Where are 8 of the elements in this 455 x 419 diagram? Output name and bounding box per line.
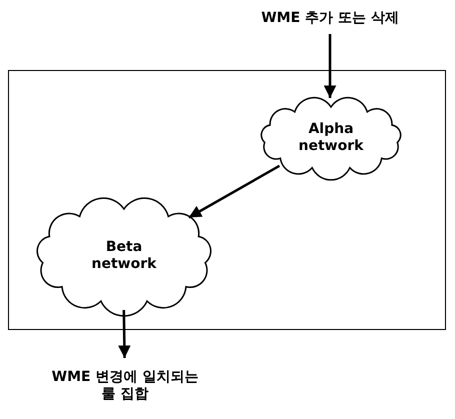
container-box [8,70,446,330]
caption-text: WME 추가 또는 삭제 [261,10,399,28]
caption-text: WME 변경에 일치되는 룰 집합 [50,368,200,404]
arrow [188,164,280,219]
node-label: Beta network [90,238,158,274]
arrow [324,34,336,98]
node-label: Alpha network [298,120,364,156]
arrow [118,310,131,358]
